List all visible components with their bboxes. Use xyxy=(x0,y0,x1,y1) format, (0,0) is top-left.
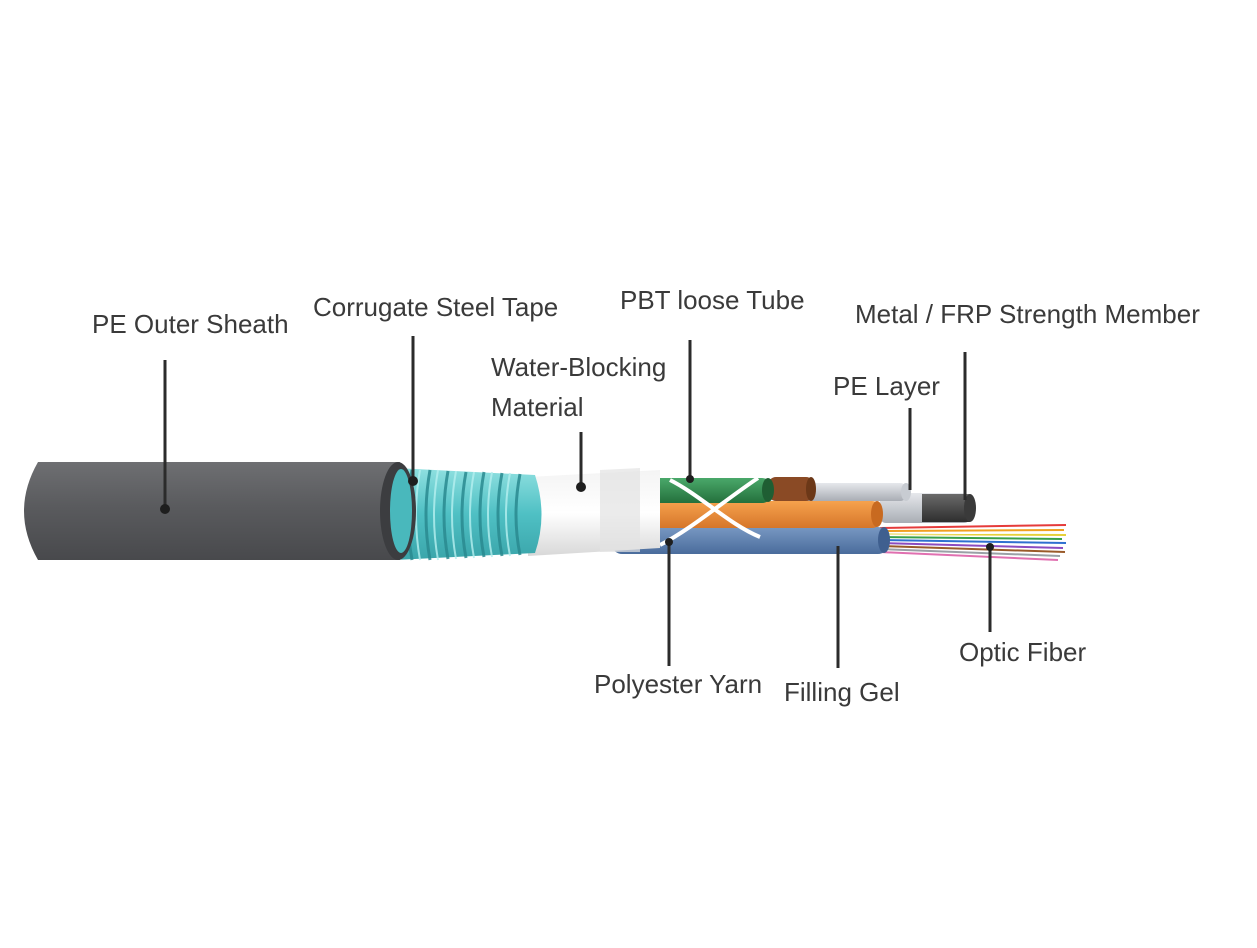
label-water-blocking-line1: Water-Blocking xyxy=(491,352,667,382)
label-water-blocking-line2: Material xyxy=(491,392,584,422)
anchor-pe-outer-sheath xyxy=(160,504,170,514)
anchor-pbt-loose-tube xyxy=(686,475,694,483)
corrugated-steel-tape xyxy=(395,468,542,561)
anchor-optic-fiber xyxy=(986,543,994,551)
label-metal-frp-strength-member: Metal / FRP Strength Member xyxy=(855,299,1200,329)
anchor-polyester-yarn xyxy=(665,538,673,546)
label-corrugate-steel-tape: Corrugate Steel Tape xyxy=(313,292,559,322)
label-pe-outer-sheath: PE Outer Sheath xyxy=(92,309,289,339)
anchor-corrugate-steel-tape xyxy=(408,476,418,486)
pe-layer xyxy=(800,483,911,501)
optic-fibers xyxy=(879,524,1067,561)
anchor-water-blocking xyxy=(576,482,586,492)
label-optic-fiber: Optic Fiber xyxy=(959,637,1087,667)
water-blocking-material xyxy=(528,468,660,556)
label-pe-layer: PE Layer xyxy=(833,371,940,401)
outer-sheath xyxy=(24,462,416,560)
label-filling-gel: Filling Gel xyxy=(784,677,900,707)
label-pbt-loose-tube: PBT loose Tube xyxy=(620,285,805,315)
label-polyester-yarn: Polyester Yarn xyxy=(594,669,763,699)
leader-lines xyxy=(160,336,994,668)
